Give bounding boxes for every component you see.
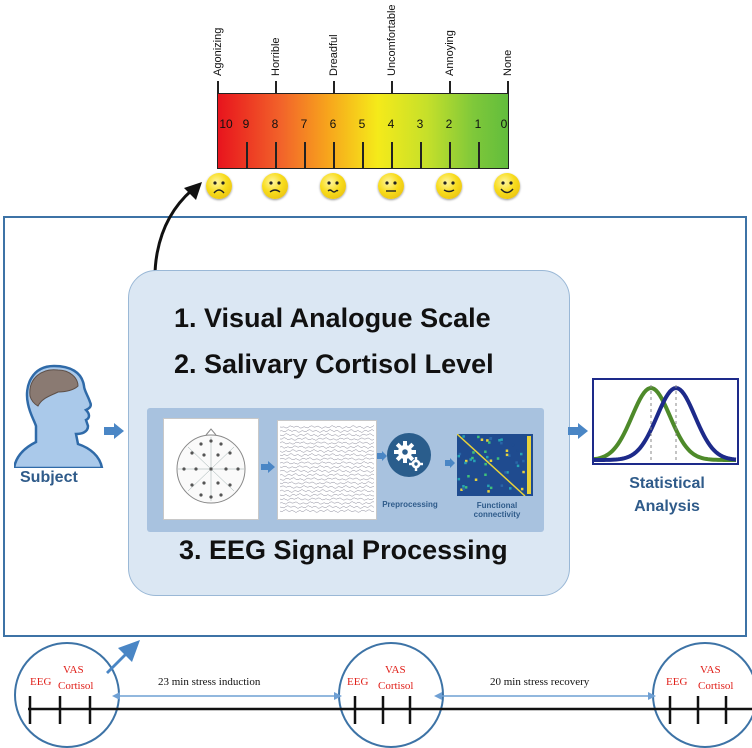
vas-label-agonizing: Agonizing bbox=[212, 27, 224, 76]
eeg-label-1: EEG bbox=[30, 676, 52, 688]
cortisol-label-2: Cortisol bbox=[378, 680, 414, 692]
timepoint-circle-1 bbox=[14, 642, 120, 748]
vas-number: 7 bbox=[300, 117, 308, 131]
timeline-axis bbox=[28, 696, 752, 724]
preprocessing-label: Preprocessing bbox=[382, 500, 438, 509]
vas-number: 0 bbox=[500, 117, 508, 131]
vas-label-2: VAS bbox=[385, 664, 406, 676]
vas-number: 5 bbox=[358, 117, 366, 131]
vas-label-horrible: Horrible bbox=[270, 37, 282, 76]
face-none-icon bbox=[494, 173, 520, 199]
functional-label-line2: connectivity bbox=[473, 510, 521, 519]
cortisol-label-1: Cortisol bbox=[58, 680, 94, 692]
statistical-label-line1: Statistical bbox=[629, 475, 705, 492]
statistical-distribution-plot bbox=[592, 378, 739, 465]
subject-head-icon bbox=[14, 364, 104, 468]
item-visual-analogue-scale: 1. Visual Analogue Scale bbox=[174, 303, 491, 333]
vas-number: 4 bbox=[387, 117, 395, 131]
connectivity-matrix-image bbox=[456, 433, 533, 497]
statistical-analysis-label: Statistical Analysis bbox=[602, 472, 732, 518]
arrow-right-icon bbox=[104, 423, 124, 439]
functional-label-line1: Functional bbox=[476, 501, 518, 510]
arrow-right-icon bbox=[445, 458, 455, 468]
duration-arrow-induction bbox=[112, 692, 342, 700]
duration-arrow-recovery bbox=[434, 692, 656, 700]
vas-number: 2 bbox=[445, 117, 453, 131]
vas-label-1: VAS bbox=[63, 664, 84, 676]
vas-label-annoying: Annoying bbox=[444, 30, 456, 76]
cortisol-label-3: Cortisol bbox=[698, 680, 734, 692]
face-dreadful-icon bbox=[320, 173, 346, 199]
functional-connectivity-label: Functional connectivity bbox=[462, 501, 532, 519]
vas-number: 9 bbox=[242, 117, 250, 131]
phase-recovery-label: 20 min stress recovery bbox=[490, 676, 590, 688]
vas-number: 1 bbox=[474, 117, 482, 131]
eeg-signal-image bbox=[277, 420, 377, 520]
face-uncomfortable-icon bbox=[378, 173, 404, 199]
face-annoying-icon bbox=[436, 173, 462, 199]
face-agonizing-icon bbox=[206, 173, 232, 199]
vas-label-dreadful: Dreadful bbox=[328, 34, 340, 76]
eeg-label-3: EEG bbox=[666, 676, 688, 688]
face-horrible-icon bbox=[262, 173, 288, 199]
arrow-right-icon bbox=[377, 451, 387, 461]
vas-number: 8 bbox=[271, 117, 279, 131]
arrow-up-right-icon bbox=[106, 640, 140, 674]
eeg-label-2: EEG bbox=[347, 676, 369, 688]
item-salivary-cortisol: 2. Salivary Cortisol Level bbox=[174, 349, 494, 379]
preprocessing-gear-icon bbox=[387, 433, 431, 477]
vas-number: 10 bbox=[219, 117, 233, 131]
vas-label-uncomfortable: Uncomfortable bbox=[386, 4, 398, 76]
arrow-right-icon bbox=[261, 461, 275, 473]
arrow-right-icon bbox=[568, 423, 588, 439]
subject-label: Subject bbox=[20, 469, 78, 486]
electrode-map-image bbox=[163, 418, 259, 520]
vas-number: 6 bbox=[329, 117, 337, 131]
vas-number: 3 bbox=[416, 117, 424, 131]
vas-label-3: VAS bbox=[700, 664, 721, 676]
statistical-label-line2: Analysis bbox=[634, 498, 700, 515]
item-eeg-signal-processing: 3. EEG Signal Processing bbox=[179, 535, 508, 565]
phase-induction-label: 23 min stress induction bbox=[158, 676, 261, 688]
vas-label-none: None bbox=[502, 49, 514, 76]
